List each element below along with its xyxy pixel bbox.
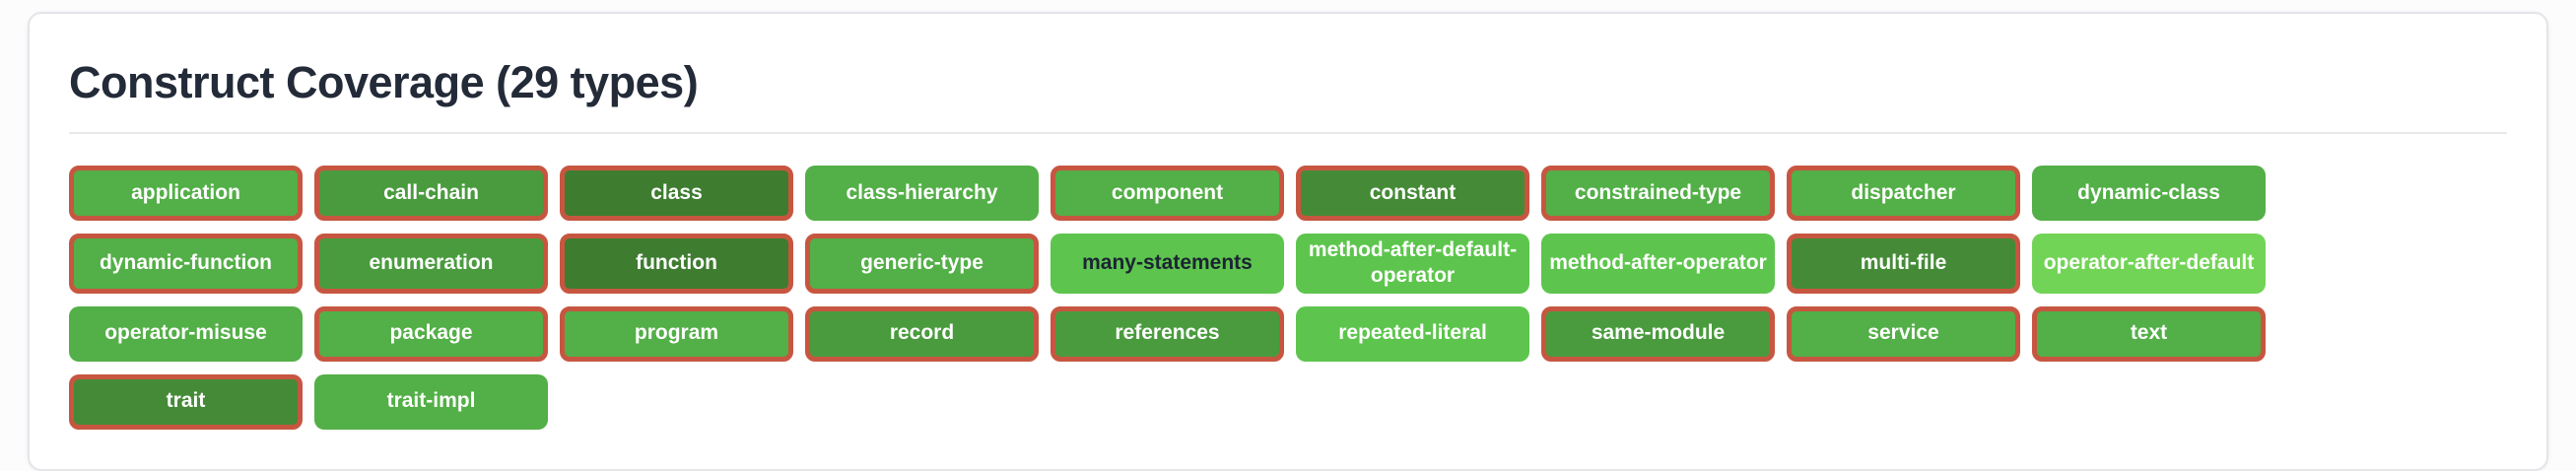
construct-badge-repeated-literal[interactable]: repeated-literal [1296,305,1529,362]
construct-badge-multi-file[interactable]: multi-file [1787,234,2020,294]
construct-badge-record[interactable]: record [805,305,1039,362]
construct-badge-operator-after-default[interactable]: operator-after-default [2032,234,2266,294]
construct-badge-references[interactable]: references [1051,305,1284,362]
construct-badge-application[interactable]: application [69,166,303,221]
title-divider [69,132,2507,134]
construct-badge-generic-type[interactable]: generic-type [805,234,1039,294]
construct-badge-constrained-type[interactable]: constrained-type [1541,166,1775,221]
construct-badge-class-hierarchy[interactable]: class-hierarchy [805,166,1039,221]
construct-badge-operator-misuse[interactable]: operator-misuse [69,305,303,362]
construct-badge-call-chain[interactable]: call-chain [314,166,548,221]
construct-coverage-card: Construct Coverage (29 types) applicatio… [28,12,2548,471]
construct-badge-method-after-default-operator[interactable]: method-after-default-operator [1296,234,1529,294]
construct-badge-text[interactable]: text [2032,305,2266,362]
construct-badge-enumeration[interactable]: enumeration [314,234,548,294]
construct-badge-package[interactable]: package [314,305,548,362]
construct-badge-program[interactable]: program [560,305,793,362]
construct-badge-function[interactable]: function [560,234,793,294]
construct-badge-constant[interactable]: constant [1296,166,1529,221]
construct-badge-service[interactable]: service [1787,305,2020,362]
construct-coverage-title: Construct Coverage (29 types) [69,57,699,107]
construct-badge-dynamic-class[interactable]: dynamic-class [2032,166,2266,221]
construct-badge-dynamic-function[interactable]: dynamic-function [69,234,303,294]
construct-badge-same-module[interactable]: same-module [1541,305,1775,362]
construct-badge-method-after-operator[interactable]: method-after-operator [1541,234,1775,294]
construct-badge-dispatcher[interactable]: dispatcher [1787,166,2020,221]
construct-badge-class[interactable]: class [560,166,793,221]
construct-badge-many-statements[interactable]: many-statements [1051,234,1284,294]
construct-badge-component[interactable]: component [1051,166,1284,221]
